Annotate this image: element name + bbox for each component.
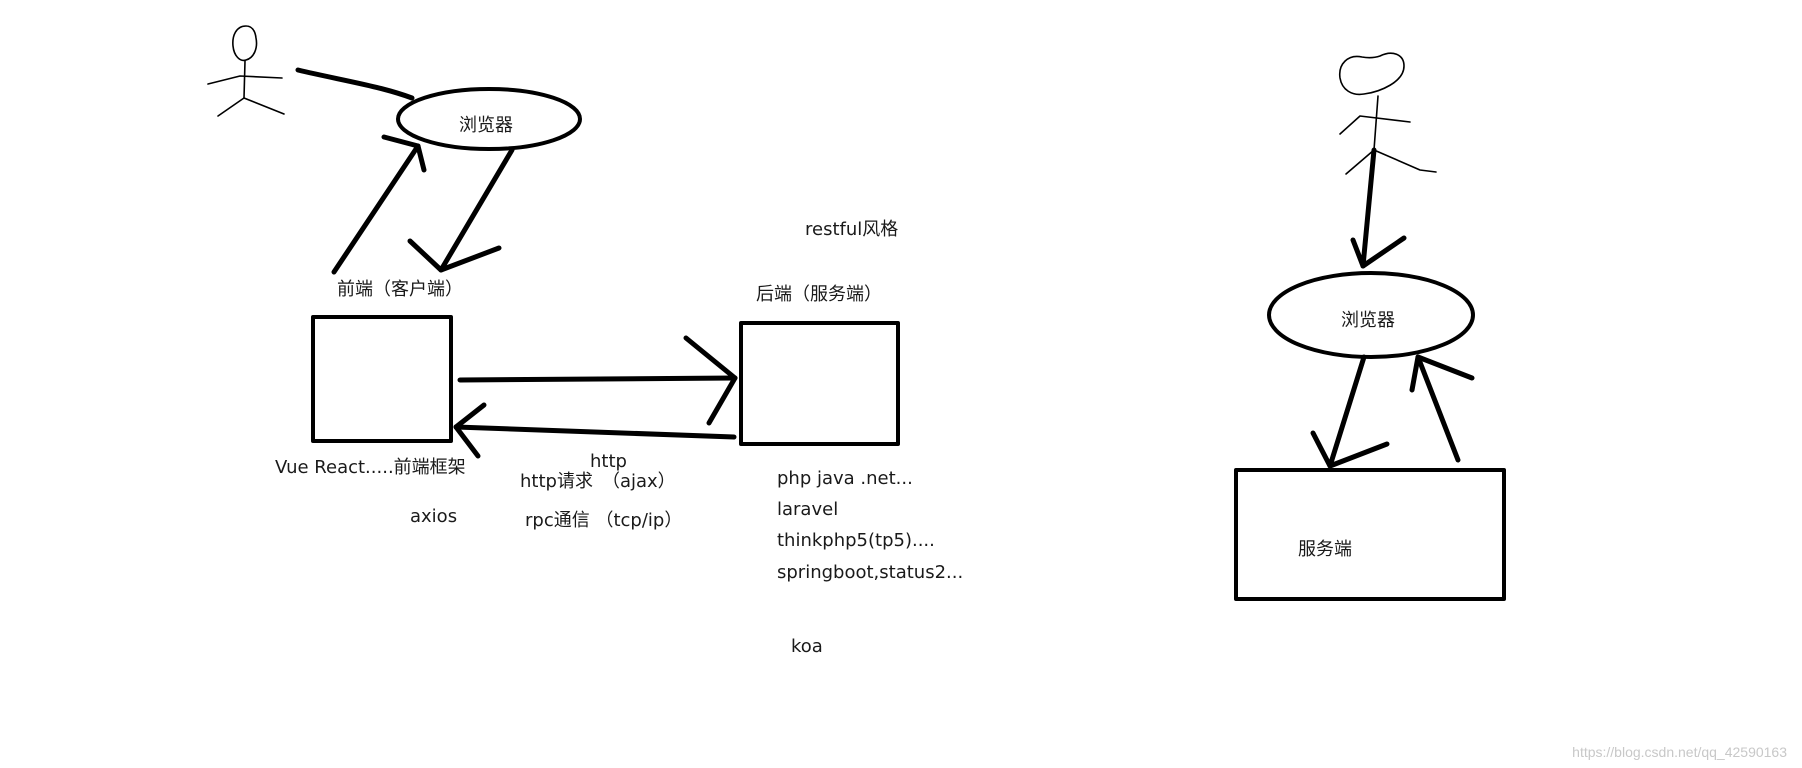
arrow-user-to-browser-right [1350,147,1407,269]
restful-label: restful风格 [805,219,898,240]
server-box [1234,468,1506,601]
frontend-box [311,315,453,443]
axios-label: axios [410,506,457,527]
arrow-frontend-to-browser [331,134,427,275]
backend-tech-laravel: laravel [777,499,838,520]
browser-label-left: 浏览器 [459,115,513,136]
backend-tech-thinkphp: thinkphp5(tp5).... [777,530,935,551]
arrow-server-to-browser [1409,354,1475,463]
arrow-frontend-to-backend [457,335,738,426]
arrow-browser-to-server [1310,354,1390,469]
server-label: 服务端 [1298,539,1352,560]
user-to-browser-line [295,67,415,101]
http-label: http [590,451,627,472]
rpc-label: rpc通信 （tcp/ip） [525,510,682,531]
arrow-browser-to-frontend [407,147,515,273]
frontend-frameworks-label: Vue React.....前端框架 [275,457,466,478]
frontend-label: 前端（客户端） [337,279,463,300]
browser-ellipse-right [1267,271,1475,359]
user-stick-figure-left [207,25,285,117]
arrow-backend-to-frontend [453,402,737,459]
backend-box [739,321,900,446]
backend-label: 后端（服务端） [756,284,882,305]
backend-tech-springboot: springboot,status2... [777,562,963,583]
user-stick-figure-right [1338,52,1437,175]
watermark: https://blog.csdn.net/qq_42590163 [1572,744,1787,760]
http-request-label: http请求 （ajax） [520,471,676,492]
browser-label-right: 浏览器 [1341,310,1395,331]
backend-tech-php: php java .net... [777,468,913,489]
koa-label: koa [791,636,823,657]
browser-ellipse-left [396,87,582,151]
